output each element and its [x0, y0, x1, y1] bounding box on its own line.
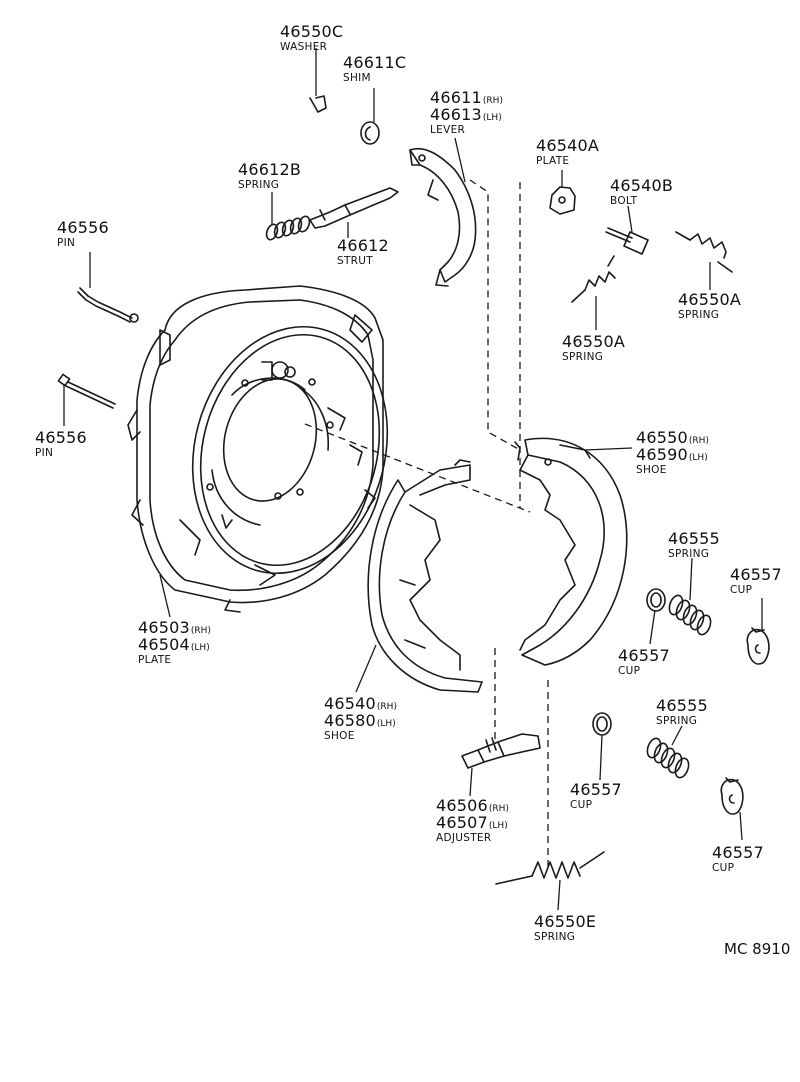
label-pin-top: 46556 PIN — [57, 220, 109, 249]
strut-drawing — [309, 187, 399, 229]
label-washer: 46550C WASHER — [280, 24, 343, 53]
shim-drawing — [360, 121, 380, 145]
part-name: SPRING — [534, 931, 576, 943]
label-adjuster: 46506(RH) 46507(LH) ADJUSTER — [436, 798, 509, 844]
part-number: 46550E — [534, 912, 597, 931]
label-backing-plate: 46503(RH) 46504(LH) PLATE — [138, 620, 211, 666]
spring-46550E-drawing — [495, 851, 605, 885]
part-name: SPRING — [562, 351, 604, 363]
part-number: 46550A — [562, 332, 626, 351]
part-number-lh: 46590(LH) — [636, 445, 708, 464]
pin-top-drawing — [77, 287, 139, 323]
label-spring-46550E: 46550E SPRING — [534, 914, 596, 943]
part-number-lh: 46507(LH) — [436, 813, 508, 832]
part-name: CUP — [618, 665, 641, 677]
part-number: 46556 — [35, 428, 87, 447]
adjuster-drawing — [461, 733, 541, 769]
label-lever: 46611(RH) 46613(LH) LEVER — [430, 90, 503, 136]
part-number-rh: 46550(RH) — [636, 428, 709, 447]
part-number: 46540A — [536, 136, 600, 155]
backing-plate-drawing — [127, 285, 389, 613]
part-number: 46555 — [656, 696, 708, 715]
leader-lines — [63, 48, 763, 911]
label-bolt: 46540B BOLT — [610, 178, 673, 207]
label-cup-4: 46557 CUP — [712, 845, 764, 874]
part-name: SHOE — [636, 464, 667, 476]
part-number-rh: 46503(RH) — [138, 618, 211, 637]
part-name: SPRING — [668, 548, 710, 560]
part-name: SHIM — [343, 72, 371, 84]
label-front-shoe: 46540(RH) 46580(LH) SHOE — [324, 696, 397, 742]
part-number: 46557 — [730, 565, 782, 584]
part-number: 46611C — [343, 53, 407, 72]
label-shim: 46611C SHIM — [343, 55, 406, 84]
part-name: CUP — [730, 584, 753, 596]
label-spring-46612B: 46612B SPRING — [238, 162, 301, 191]
spring-46555-lower-drawing — [646, 737, 690, 779]
part-number-rh: 46611(RH) — [430, 88, 503, 107]
washer-drawing — [309, 95, 327, 113]
part-number: 46540B — [610, 176, 674, 195]
cup-drawings — [592, 588, 770, 815]
front-shoe-drawing — [367, 459, 483, 693]
part-name: SPRING — [238, 179, 280, 191]
figure-code: MC 8910 — [724, 940, 791, 958]
label-plate-small: 46540A PLATE — [536, 138, 599, 167]
label-spring-46555-upper: 46555 SPRING — [668, 531, 720, 560]
part-name: SPRING — [678, 309, 720, 321]
label-pin-bottom: 46556 PIN — [35, 430, 87, 459]
part-name: SHOE — [324, 730, 355, 742]
label-cup-3: 46557 CUP — [570, 782, 622, 811]
part-name: WASHER — [280, 41, 328, 53]
part-name: ADJUSTER — [436, 832, 492, 844]
pin-bottom-drawing — [57, 373, 116, 409]
spring-46550A-left-drawing — [571, 255, 616, 303]
part-name: CUP — [712, 862, 735, 874]
label-spring-46550A-left: 46550A SPRING — [562, 334, 625, 363]
part-name: PIN — [35, 447, 54, 459]
label-cup-2: 46557 CUP — [618, 648, 670, 677]
part-number: 46612B — [238, 160, 302, 179]
part-number-lh: 46504(LH) — [138, 635, 210, 654]
part-number-lh: 46580(LH) — [324, 711, 396, 730]
part-name: PLATE — [536, 155, 570, 167]
label-spring-46550A-right: 46550A SPRING — [678, 292, 741, 321]
part-number-rh: 46540(RH) — [324, 694, 397, 713]
label-strut: 46612 STRUT — [337, 238, 389, 267]
bolt-drawing — [605, 227, 649, 255]
part-number: 46555 — [668, 529, 720, 548]
lever-drawing — [409, 148, 477, 287]
part-number-rh: 46506(RH) — [436, 796, 509, 815]
small-plate-drawing — [549, 186, 576, 215]
part-number: 46550C — [280, 22, 344, 41]
part-name: SPRING — [656, 715, 698, 727]
part-number: 46556 — [57, 218, 109, 237]
part-number: 46557 — [570, 780, 622, 799]
spring-46550A-right-drawing — [675, 231, 733, 273]
part-number: 46557 — [618, 646, 670, 665]
part-number: 46557 — [712, 843, 764, 862]
label-spring-46555-lower: 46555 SPRING — [656, 698, 708, 727]
label-rear-shoe: 46550(RH) 46590(LH) SHOE — [636, 430, 709, 476]
spring-46612B-drawing — [265, 215, 311, 241]
assembly-dash-lines — [304, 179, 549, 870]
part-name: PLATE — [138, 654, 172, 666]
part-number: 46550A — [678, 290, 742, 309]
part-number-lh: 46613(LH) — [430, 105, 502, 124]
part-name: STRUT — [337, 255, 373, 267]
part-number: 46612 — [337, 236, 389, 255]
label-cup-1: 46557 CUP — [730, 567, 782, 596]
rear-shoe-drawing — [514, 437, 628, 666]
part-name: BOLT — [610, 195, 638, 207]
spring-46555-upper-drawing — [668, 594, 712, 636]
part-name: CUP — [570, 799, 593, 811]
part-name: PIN — [57, 237, 76, 249]
part-name: LEVER — [430, 124, 466, 136]
